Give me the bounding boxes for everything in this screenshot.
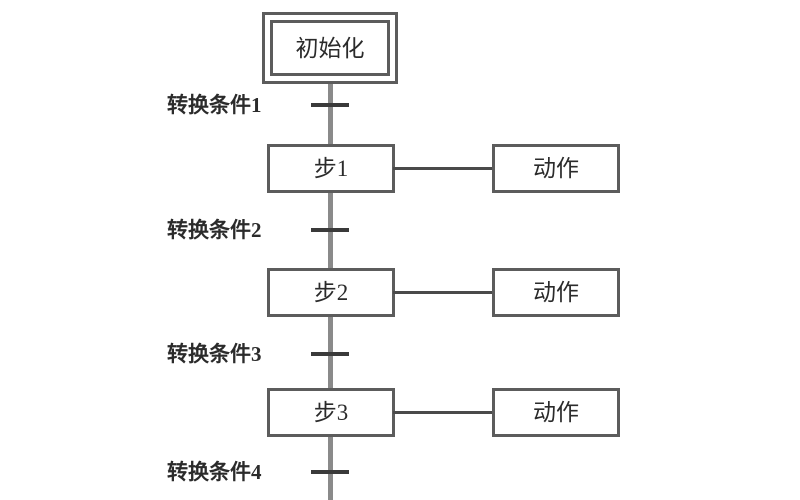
step-action-connector-1 (393, 167, 494, 170)
transition-label-2: 转换条件2 (167, 218, 262, 242)
step-action-connector-2 (393, 291, 494, 294)
step-action-connector-3 (393, 411, 494, 414)
step-label-2: 步2 (313, 280, 349, 305)
transition-label-4: 转换条件4 (167, 460, 262, 484)
transition-tick-2 (311, 228, 349, 232)
action-box-2[interactable]: 动作 (492, 268, 620, 317)
transition-label-3: 转换条件3 (167, 342, 262, 366)
transition-label-1: 转换条件1 (167, 93, 262, 117)
action-label-1: 动作 (533, 156, 579, 181)
step-label-1: 步1 (313, 156, 349, 181)
step-box-3[interactable]: 步3 (267, 388, 395, 437)
flow-line-initial-to-t1 (328, 84, 333, 146)
transition-tick-3 (311, 352, 349, 356)
transition-tick-1 (311, 103, 349, 107)
transition-tick-4 (311, 470, 349, 474)
action-box-3[interactable]: 动作 (492, 388, 620, 437)
step-box-2[interactable]: 步2 (267, 268, 395, 317)
action-box-1[interactable]: 动作 (492, 144, 620, 193)
flow-line-step3-to-t4 (328, 437, 333, 500)
initial-step-label: 初始化 (295, 35, 365, 61)
action-label-3: 动作 (533, 400, 579, 425)
action-label-2: 动作 (533, 280, 579, 305)
step-label-3: 步3 (313, 400, 349, 425)
step-box-1[interactable]: 步1 (267, 144, 395, 193)
initial-step-box[interactable]: 初始化 (270, 20, 390, 76)
